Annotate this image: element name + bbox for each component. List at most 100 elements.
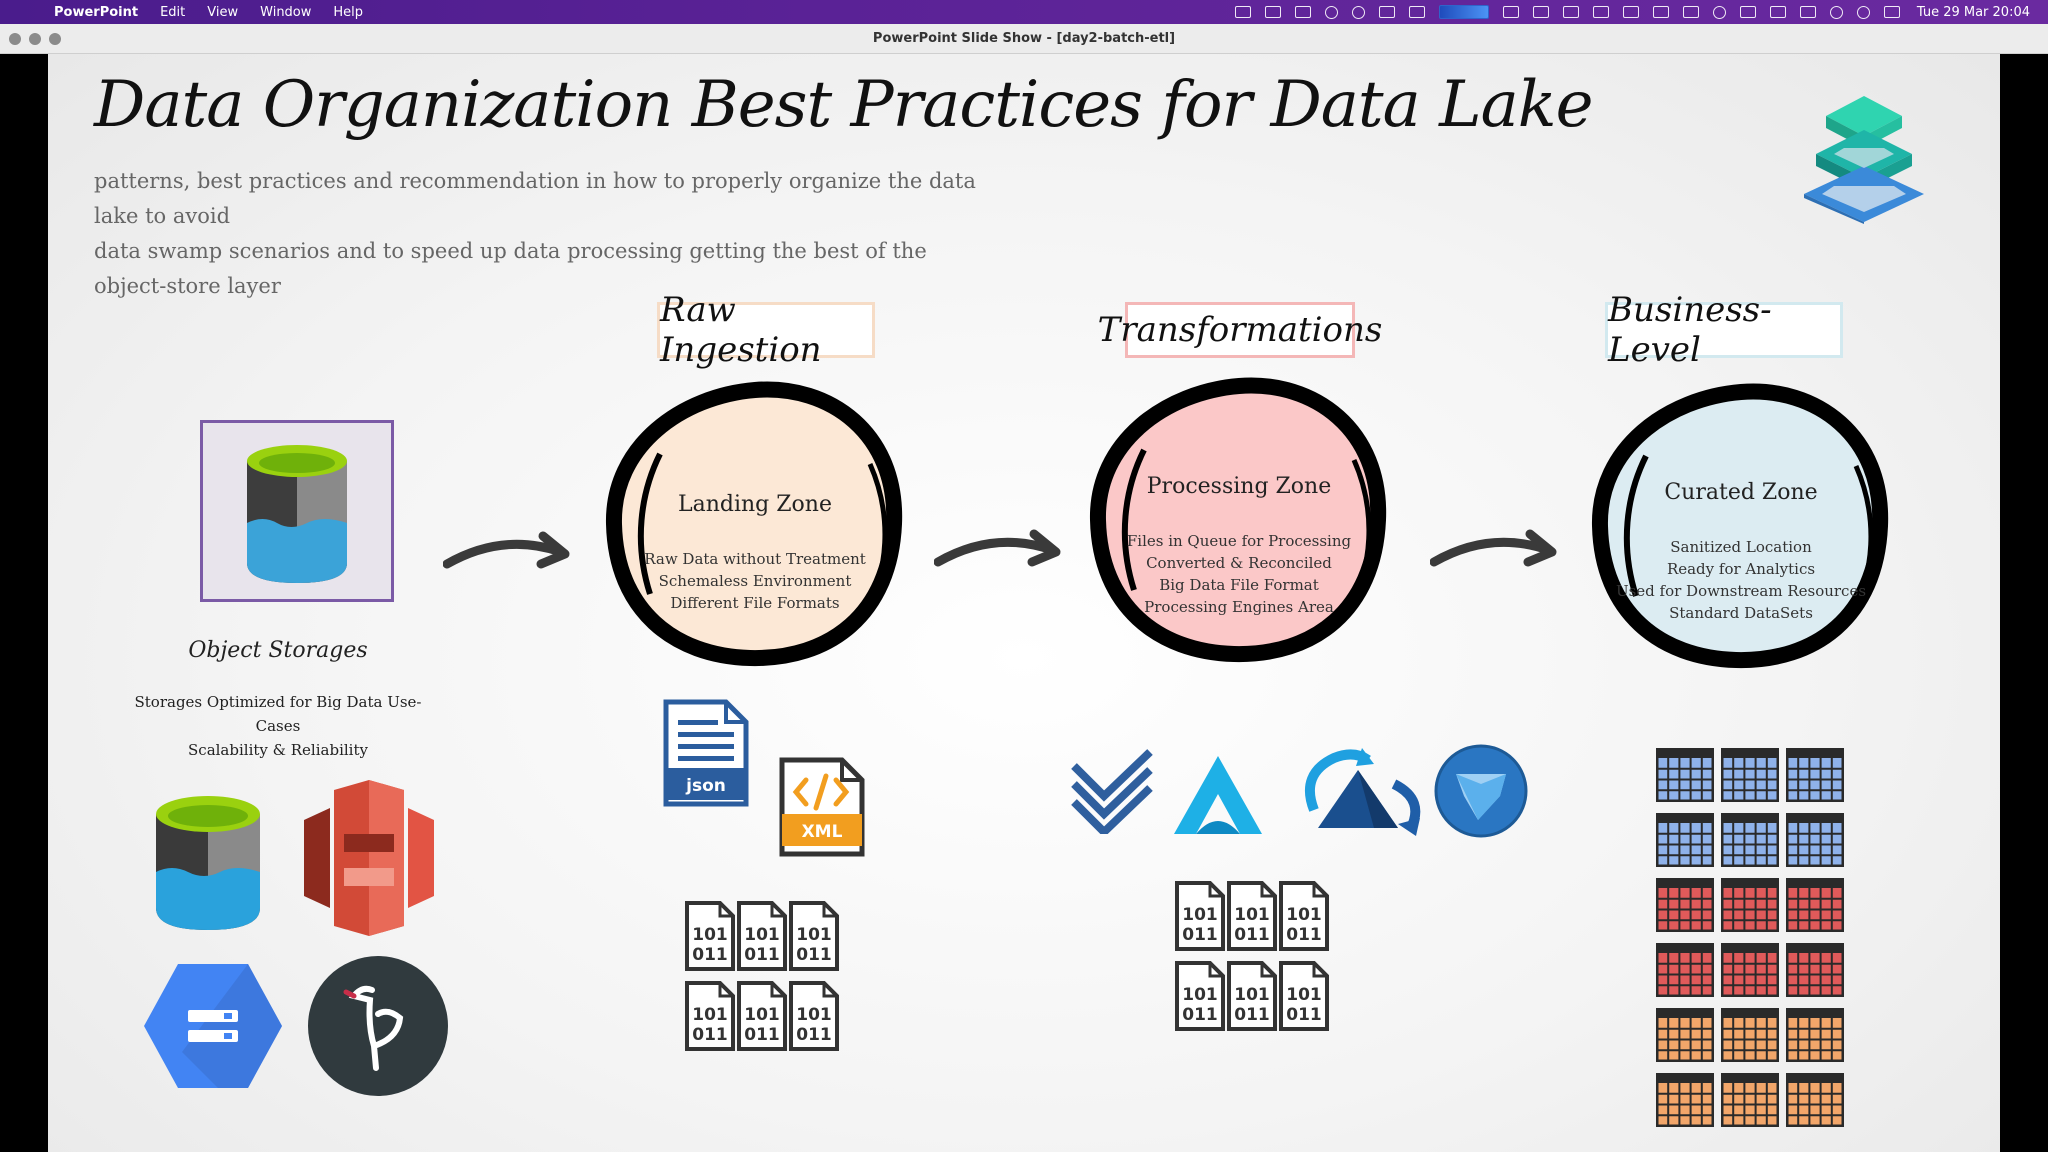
binary-text-top: 101: [1234, 985, 1270, 1005]
processing-line-4: Processing Engines Area: [1144, 598, 1334, 616]
screen-share-icon[interactable]: [1682, 6, 1699, 18]
azure-data-factory-icon: [1305, 748, 1421, 836]
grammarly-icon[interactable]: [1324, 5, 1338, 19]
object-storage-line-1: Storages Optimized for Big Data Use-Case…: [134, 693, 422, 735]
azure-synapse-icon: [1174, 756, 1262, 834]
slide-subtitle: patterns, best practices and recommendat…: [94, 164, 994, 304]
curated-line-4: Standard DataSets: [1669, 604, 1813, 622]
menu-edit[interactable]: Edit: [160, 4, 186, 20]
binary-text-top: 101: [692, 1005, 728, 1025]
clock[interactable]: Tue 29 Mar 20:04: [1916, 4, 2030, 20]
curated-zone: Curated Zone Sanitized Location Ready fo…: [1586, 376, 1896, 676]
binary-text-bottom: 011: [1286, 925, 1322, 945]
disk-icon[interactable]: [1532, 6, 1549, 18]
window-title: PowerPoint Slide Show - [day2-batch-etl]: [872, 31, 1176, 46]
gpu-icon[interactable]: [1592, 6, 1609, 18]
bluetooth-icon[interactable]: [1769, 6, 1786, 18]
battery-icon[interactable]: [1799, 6, 1816, 18]
business-level-label: Business-Level: [1605, 290, 1843, 370]
cloud-icon[interactable]: [1351, 5, 1365, 19]
binary-text-bottom: 011: [744, 945, 780, 965]
binary-text-bottom: 011: [1286, 1005, 1322, 1025]
transformations-label: Transformations: [1098, 302, 1382, 358]
landing-zone-description: Raw Data without Treatment Schemaless En…: [600, 548, 910, 614]
binary-text-bottom: 011: [1234, 1005, 1270, 1025]
binary-text-top: 101: [1286, 985, 1322, 1005]
binary-text-bottom: 011: [692, 1025, 728, 1045]
binary-text-bottom: 011: [1182, 925, 1218, 945]
cpu-graph-icon[interactable]: [1438, 5, 1489, 19]
arrow-to-processing-icon: [934, 529, 1061, 567]
data-table-tile-icon: [1721, 1073, 1779, 1127]
processing-zone-title: Processing Zone: [1146, 474, 1332, 499]
wifi-icon[interactable]: [1829, 5, 1843, 19]
processing-line-2: Converted & Reconciled: [1146, 554, 1332, 572]
arrow-to-landing-icon: [443, 531, 570, 569]
processing-line-1: Files in Queue for Processing: [1126, 532, 1352, 550]
curated-zone-title: Curated Zone: [1664, 480, 1818, 505]
processing-zone-blob-icon: [1089, 377, 1387, 663]
curated-zone-description: Sanitized Location Ready for Analytics U…: [1586, 536, 1896, 624]
data-table-tile-icon: [1656, 813, 1714, 867]
memory-icon[interactable]: [1502, 6, 1519, 18]
zoom-window-button[interactable]: [49, 33, 61, 45]
object-storage-caption: Object Storages: [188, 638, 368, 663]
data-table-tile-icon: [1786, 878, 1844, 932]
data-table-tile-icon: [1656, 1073, 1714, 1127]
hdinsight-gem-icon: [1434, 744, 1528, 838]
display-icon[interactable]: [1408, 6, 1425, 18]
binary-text-top: 101: [796, 1005, 832, 1025]
data-table-tile-icon: [1721, 813, 1779, 867]
menu-view[interactable]: View: [207, 4, 239, 20]
window-controls: [9, 33, 61, 45]
window-icon[interactable]: [1264, 6, 1281, 18]
screen-record-icon[interactable]: [1234, 6, 1251, 18]
object-storage-line-2: Scalability & Reliability: [188, 741, 368, 759]
data-table-tile-icon: [1786, 1073, 1844, 1127]
binary-text-bottom: 011: [744, 1025, 780, 1045]
curated-line-2: Ready for Analytics: [1666, 560, 1816, 578]
binary-text-top: 101: [744, 1005, 780, 1025]
menu-bar: PowerPoint Edit View Window Help Tue 29 …: [0, 0, 2048, 24]
landing-line-1: Raw Data without Treatment: [644, 550, 866, 568]
data-table-tile-icon: [1656, 748, 1714, 802]
mirror-icon[interactable]: [1739, 6, 1756, 18]
control-center-icon[interactable]: [1883, 6, 1900, 18]
minio-icon: [308, 956, 448, 1096]
binary-text-top: 101: [796, 925, 832, 945]
more-icon[interactable]: [1378, 6, 1395, 18]
plus-app-icon[interactable]: [1622, 6, 1639, 18]
curated-line-3: Used for Downstream Resources: [1615, 582, 1867, 600]
menu-help[interactable]: Help: [333, 4, 364, 20]
search-icon[interactable]: [1856, 5, 1870, 19]
slide-title: Data Organization Best Practices for Dat…: [94, 68, 1593, 142]
landing-zone-title: Landing Zone: [678, 492, 832, 517]
menu-window[interactable]: Window: [260, 4, 312, 20]
close-window-button[interactable]: [9, 33, 21, 45]
processing-line-3: Big Data File Format: [1159, 576, 1319, 594]
grid-app-icon[interactable]: [1652, 6, 1669, 18]
binary-text-top: 101: [1182, 985, 1218, 1005]
google-cloud-storage-icon: [144, 964, 282, 1088]
layered-stack-logo-icon: [1804, 96, 1924, 224]
slide-canvas[interactable]: Data Organization Best Practices for Dat…: [48, 54, 2000, 1152]
binary-text-top: 101: [1182, 905, 1218, 925]
play-icon[interactable]: [1712, 5, 1726, 19]
landing-zone-blob-icon: [605, 381, 903, 667]
crab-icon[interactable]: [1294, 6, 1311, 18]
status-area: Tue 29 Mar 20:04: [1228, 0, 2048, 24]
minimize-window-button[interactable]: [29, 33, 41, 45]
app-menu[interactable]: PowerPoint: [54, 4, 139, 20]
data-table-tile-icon: [1656, 878, 1714, 932]
amazon-s3-icon: [304, 780, 434, 936]
skype-icon[interactable]: [1562, 6, 1579, 18]
data-table-tile-icon: [1786, 748, 1844, 802]
